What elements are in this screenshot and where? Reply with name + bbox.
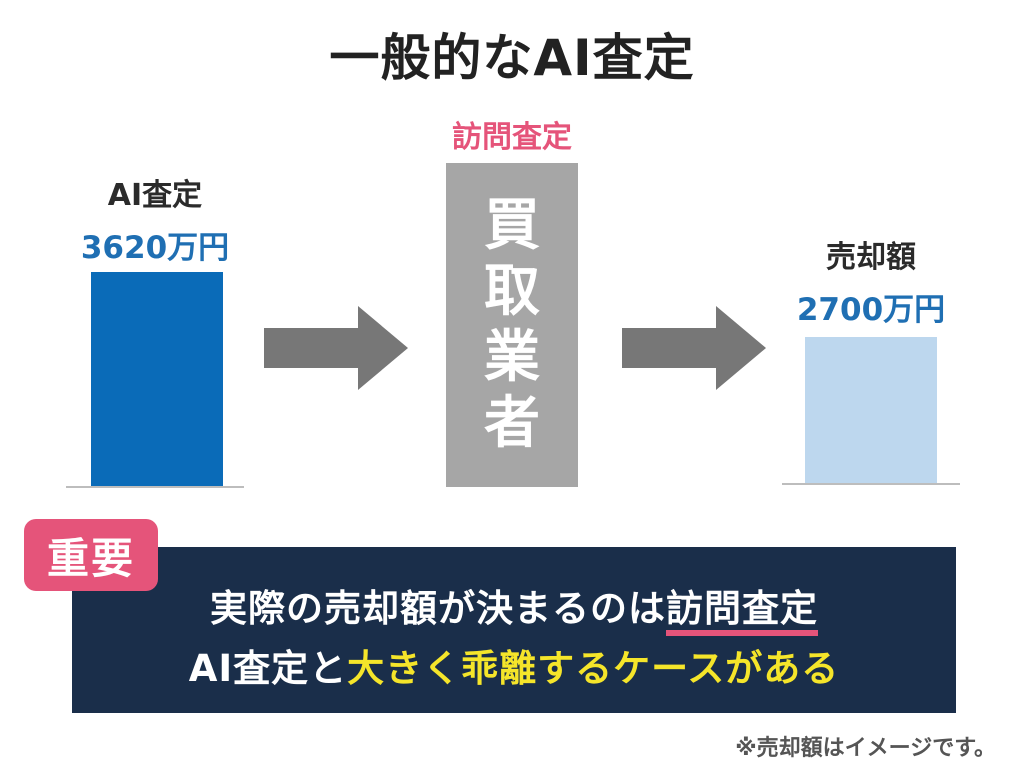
- sale-price-bar: [805, 337, 937, 483]
- note-highlight-gap: 大きく乖離するケースがある: [347, 647, 840, 690]
- sale-baseline: [782, 483, 960, 485]
- page-title: 一般的なAI査定: [329, 29, 695, 87]
- right-arrow-icon: [622, 306, 766, 390]
- vendor-char: 者: [484, 391, 540, 456]
- right-arrow-icon: [264, 306, 408, 390]
- footnote: ※売却額はイメージです。: [735, 736, 996, 761]
- vendor-char: 業: [484, 325, 540, 390]
- ai-assessment-value: 3620万円: [80, 230, 230, 266]
- ai-assessment-label: AI査定: [107, 178, 203, 213]
- note-text: 実際の売却額が決まるのは: [210, 587, 666, 630]
- vendor-box: 買 取 業 者: [446, 163, 578, 487]
- note-line-2: AI査定と大きく乖離するケースがある: [72, 638, 956, 692]
- sale-price-value: 2700万円: [796, 292, 946, 328]
- important-badge: 重要: [24, 519, 158, 591]
- ai-assessment-bar: [91, 272, 223, 486]
- visit-assessment-label: 訪問査定: [452, 120, 572, 155]
- note-highlight-visit: 訪問査定: [666, 587, 818, 636]
- sale-price-label: 売却額: [826, 240, 916, 275]
- vendor-char: 買: [484, 193, 540, 258]
- vendor-char: 取: [484, 259, 540, 324]
- note-text: AI査定と: [188, 647, 348, 690]
- note-line-1: 実際の売却額が決まるのは訪問査定: [72, 578, 956, 636]
- important-badge-text: 重要: [46, 533, 135, 583]
- note-box: [72, 547, 956, 713]
- ai-baseline: [66, 486, 244, 488]
